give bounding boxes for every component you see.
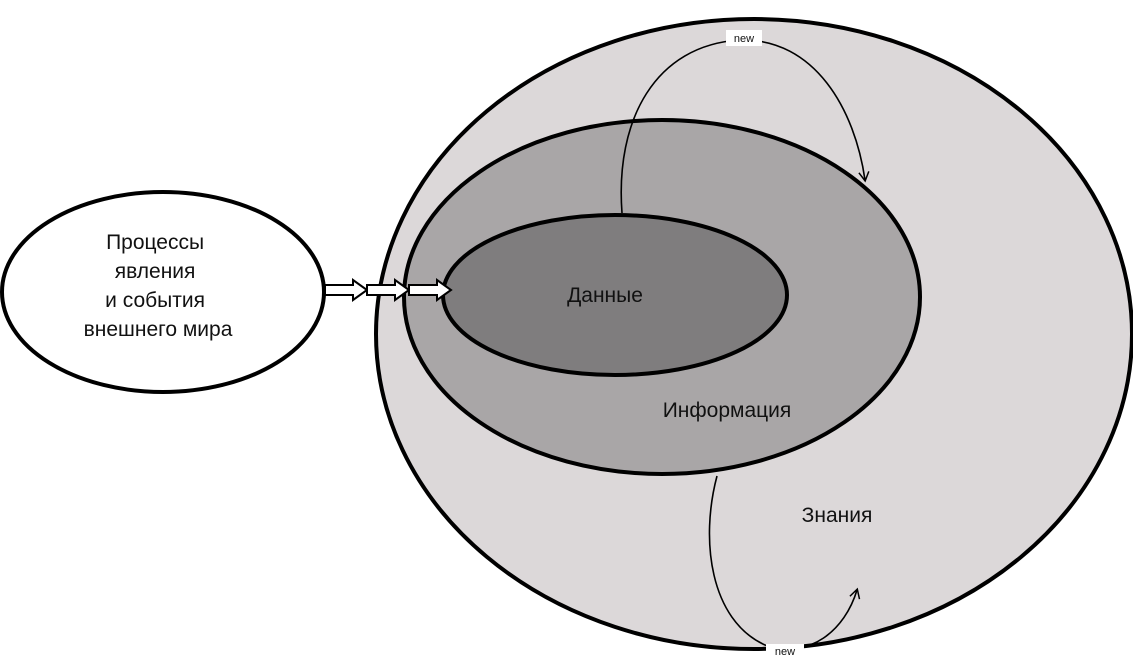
new-loop-bottom-arrow: [708, 475, 861, 650]
external-line-4: внешнего мира: [84, 318, 233, 341]
external-line-2: явления: [115, 260, 196, 283]
loop-bottom-label: new: [775, 646, 795, 657]
input-arrows: [324, 278, 453, 302]
input-arrow-3: [408, 278, 453, 302]
loop-top-label: new: [734, 33, 754, 45]
loop-bottom-label-bg: [766, 644, 804, 657]
external-line-1: Процессы: [106, 231, 204, 254]
data-label: Данные: [567, 284, 643, 307]
external-line-3: и события: [105, 289, 205, 312]
knowledge-label: Знания: [802, 504, 873, 527]
loop-top-label-bg: [726, 30, 762, 46]
information-label: Информация: [663, 399, 792, 422]
input-arrow-2: [366, 278, 411, 302]
input-arrow-1: [324, 278, 369, 302]
external-world-label: Процессы явления и события внешнего мира: [84, 231, 233, 341]
